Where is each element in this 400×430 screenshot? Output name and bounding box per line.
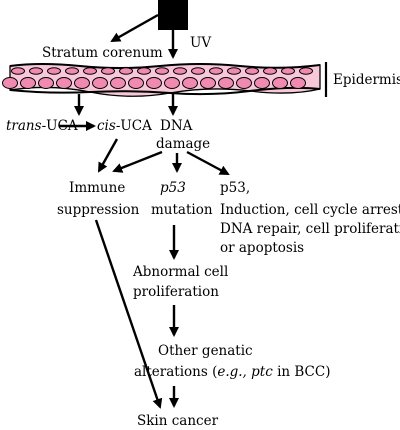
epidermal-cell [20,77,36,89]
epidermal-cell [146,77,162,89]
stratum-corneum-label: Stratum corenum [42,45,163,61]
dna-damage-label: DNA damage [156,118,210,152]
epidermal-cell [200,77,216,89]
trans-uca-label: trans-UCA [6,118,78,134]
other-genetic-alterations-label: Other genatic alterations (e.g., ptc in … [134,343,330,380]
epidermal-cell [182,77,198,89]
epidermal-cell [254,77,270,89]
epidermal-cell [272,77,288,89]
epidermal-cell [92,77,108,89]
epidermis-layer [2,63,321,97]
epidermal-cell [65,67,79,75]
epidermal-cells [2,67,313,89]
epidermal-cell [227,67,241,75]
epidermal-cell [191,67,205,75]
epidermal-cell [263,67,277,75]
arrows [59,13,230,409]
epidermal-cell [128,77,144,89]
immune-suppression-label: Immune suppression [57,180,140,218]
cis-uca-label: cis-UCA [97,118,152,134]
uv-source-block [158,0,188,30]
epidermal-cell [173,67,187,75]
epidermal-cell [218,77,234,89]
immune-to-cancer-arrow [94,219,163,409]
epidermal-cell [2,77,18,89]
abnormal-proliferation-label: Abnormal cell proliferation [132,264,233,300]
epidermal-cell [29,67,43,75]
dna-to-p53-induction-arrow [186,150,230,176]
epidermal-cell [56,77,72,89]
uv-label: UV [190,35,211,51]
epidermal-cell [155,67,169,75]
epidermal-cell [110,77,126,89]
epidermal-cell [101,67,115,75]
epidermal-cell [290,77,306,89]
dna-to-immune-arrow [112,150,163,173]
stratum-top-edge [9,63,321,69]
epidermal-cell [236,77,252,89]
basal-edge [9,86,321,96]
epidermal-cell [245,67,259,75]
skin-cancer-label: Skin cancer [137,413,219,429]
epidermal-cell [209,67,223,75]
epidermal-cell [47,67,61,75]
epidermal-cell [11,67,25,75]
epidermal-cell [119,67,133,75]
p53-mutation-label: p53 mutation [151,180,213,218]
epidermal-cell [164,77,180,89]
epidermal-cell [83,67,97,75]
epidermis-label: Epidermis [333,72,400,88]
epidermal-cell [137,67,151,75]
epidermal-cell [38,77,54,89]
epidermal-cell [299,67,313,75]
cis-to-immune-arrow [97,138,119,173]
p53-induction-label: p53, Induction, cell cycle arrest, DNA r… [220,180,400,256]
uv-to-stratum-arrow [110,13,159,43]
epidermal-cell [281,67,295,75]
epidermal-cell [74,77,90,89]
